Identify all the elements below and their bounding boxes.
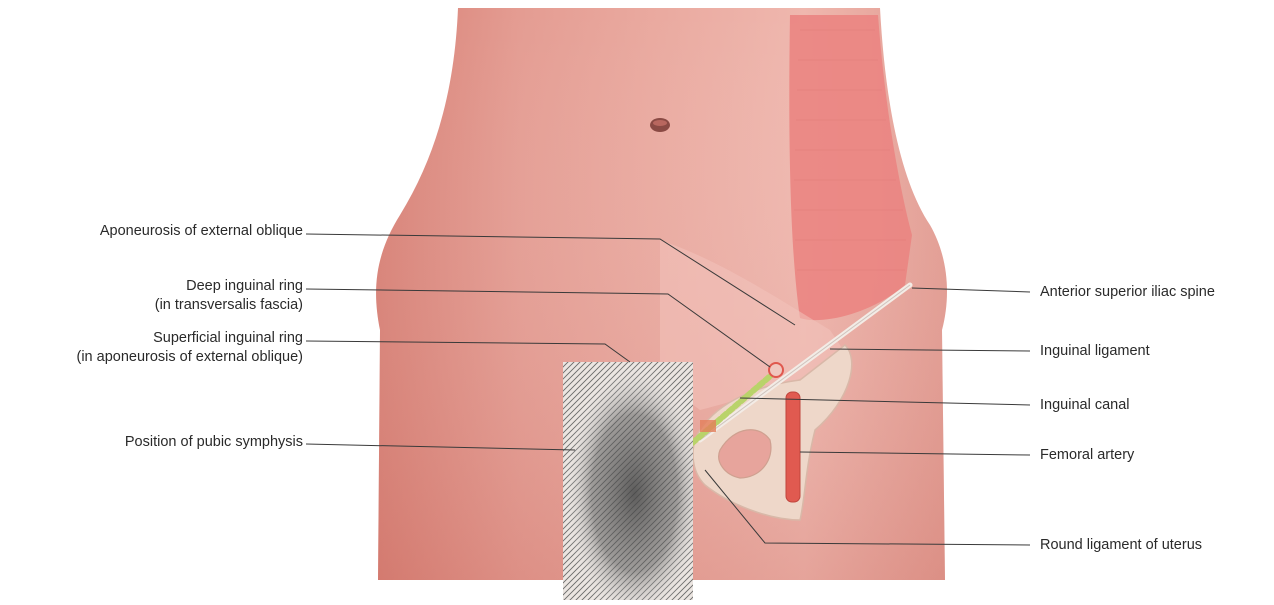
- label-pubic-symphysis: Position of pubic symphysis: [125, 433, 303, 452]
- label-superficial-inguinal-ring: Superficial inguinal ring (in aponeurosi…: [77, 329, 304, 367]
- label-asis: Anterior superior iliac spine: [1040, 283, 1215, 302]
- label-line: Anterior superior iliac spine: [1040, 283, 1215, 302]
- label-femoral-artery: Femoral artery: [1040, 446, 1134, 465]
- external-oblique-muscle: [789, 15, 912, 320]
- label-line: Superficial inguinal ring: [77, 329, 304, 348]
- label-line: (in aponeurosis of external oblique): [77, 348, 304, 367]
- label-line: Aponeurosis of external oblique: [100, 222, 303, 241]
- femoral-artery-vessel: [786, 392, 800, 502]
- label-line: Deep inguinal ring: [155, 277, 303, 296]
- label-line: Inguinal ligament: [1040, 342, 1150, 361]
- label-inguinal-ligament: Inguinal ligament: [1040, 342, 1150, 361]
- label-aponeurosis: Aponeurosis of external oblique: [100, 222, 303, 241]
- label-line: (in transversalis fascia): [155, 296, 303, 315]
- label-line: Position of pubic symphysis: [125, 433, 303, 452]
- label-inguinal-canal: Inguinal canal: [1040, 396, 1130, 415]
- deep-inguinal-ring: [769, 363, 783, 377]
- label-line: Femoral artery: [1040, 446, 1134, 465]
- label-deep-inguinal-ring: Deep inguinal ring (in transversalis fas…: [155, 277, 303, 315]
- label-line: Inguinal canal: [1040, 396, 1130, 415]
- label-round-ligament: Round ligament of uterus: [1040, 536, 1202, 555]
- label-line: Round ligament of uterus: [1040, 536, 1202, 555]
